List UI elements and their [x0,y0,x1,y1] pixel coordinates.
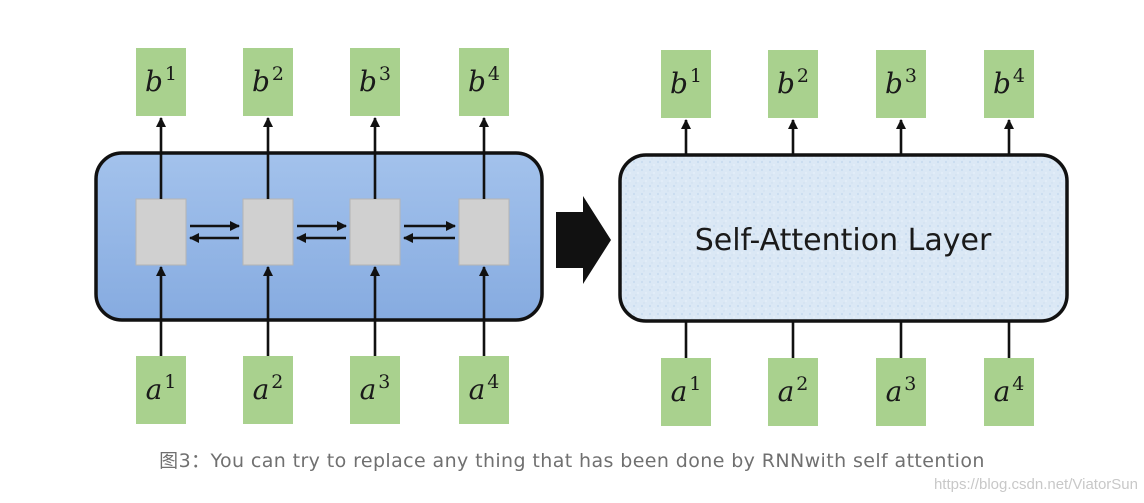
watermark: https://blog.csdn.net/ViatorSun [933,476,1138,493]
node-box [350,48,400,116]
rnn-cell-3 [349,198,401,266]
figure-caption: 图3：You can try to replace any thing that… [159,450,985,472]
node-box [243,356,293,424]
rnn-block [94,151,544,322]
node-box [768,358,818,426]
node-box [876,50,926,118]
node-box [984,358,1034,426]
node-box [243,48,293,116]
node-box [876,358,926,426]
node-box [136,48,186,116]
rnn-cell-1 [135,198,187,266]
self-attention-label: Self-Attention Layer [695,223,992,258]
rnn-cell-2 [242,198,294,266]
node-box [768,50,818,118]
rnn-cell-4 [458,198,510,266]
transition-arrow [556,196,611,284]
node-box [661,50,711,118]
node-box [350,356,400,424]
node-box [661,358,711,426]
node-box [459,48,509,116]
node-box [984,50,1034,118]
node-box [136,356,186,424]
self-attention-block [618,153,1069,323]
node-box [459,356,509,424]
